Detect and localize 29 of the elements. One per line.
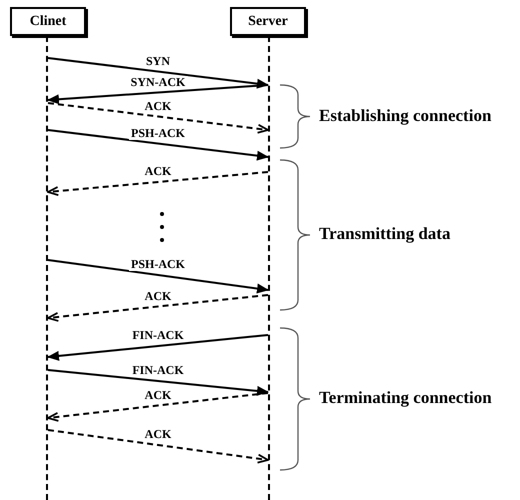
message-arrow xyxy=(48,129,269,161)
message-arrow xyxy=(48,429,269,464)
lifeline xyxy=(46,36,48,500)
message-arrow xyxy=(48,57,269,89)
edge-label: ACK xyxy=(142,428,174,441)
participant-box: Server xyxy=(230,7,306,36)
phase-label: Terminating connection xyxy=(319,388,492,408)
message-arrow xyxy=(48,259,269,294)
edge-label: PSH-ACK xyxy=(129,126,187,140)
edge-label: ACK xyxy=(142,388,174,402)
edge-label: FIN-ACK xyxy=(130,329,186,342)
edge-label: ACK xyxy=(142,100,174,112)
lifeline xyxy=(268,36,270,500)
message-arrow xyxy=(47,84,268,104)
edge-label: FIN-ACK xyxy=(130,364,186,377)
edge-label: SYN xyxy=(144,54,172,68)
message-arrow xyxy=(47,334,268,361)
edge-label: ACK xyxy=(142,165,174,178)
phase-label: Transmitting data xyxy=(319,224,450,244)
message-arrow xyxy=(48,102,269,134)
message-arrow xyxy=(47,171,268,196)
message-arrow xyxy=(47,294,268,322)
edge-label: ACK xyxy=(142,290,174,302)
edge-label: SYN-ACK xyxy=(128,76,188,88)
phase-label: Establishing connection xyxy=(319,106,492,126)
message-arrow xyxy=(47,392,268,422)
edge-label: PSH-ACK xyxy=(129,258,187,271)
message-arrow xyxy=(48,369,269,396)
participant-box: Clinet xyxy=(10,7,86,36)
